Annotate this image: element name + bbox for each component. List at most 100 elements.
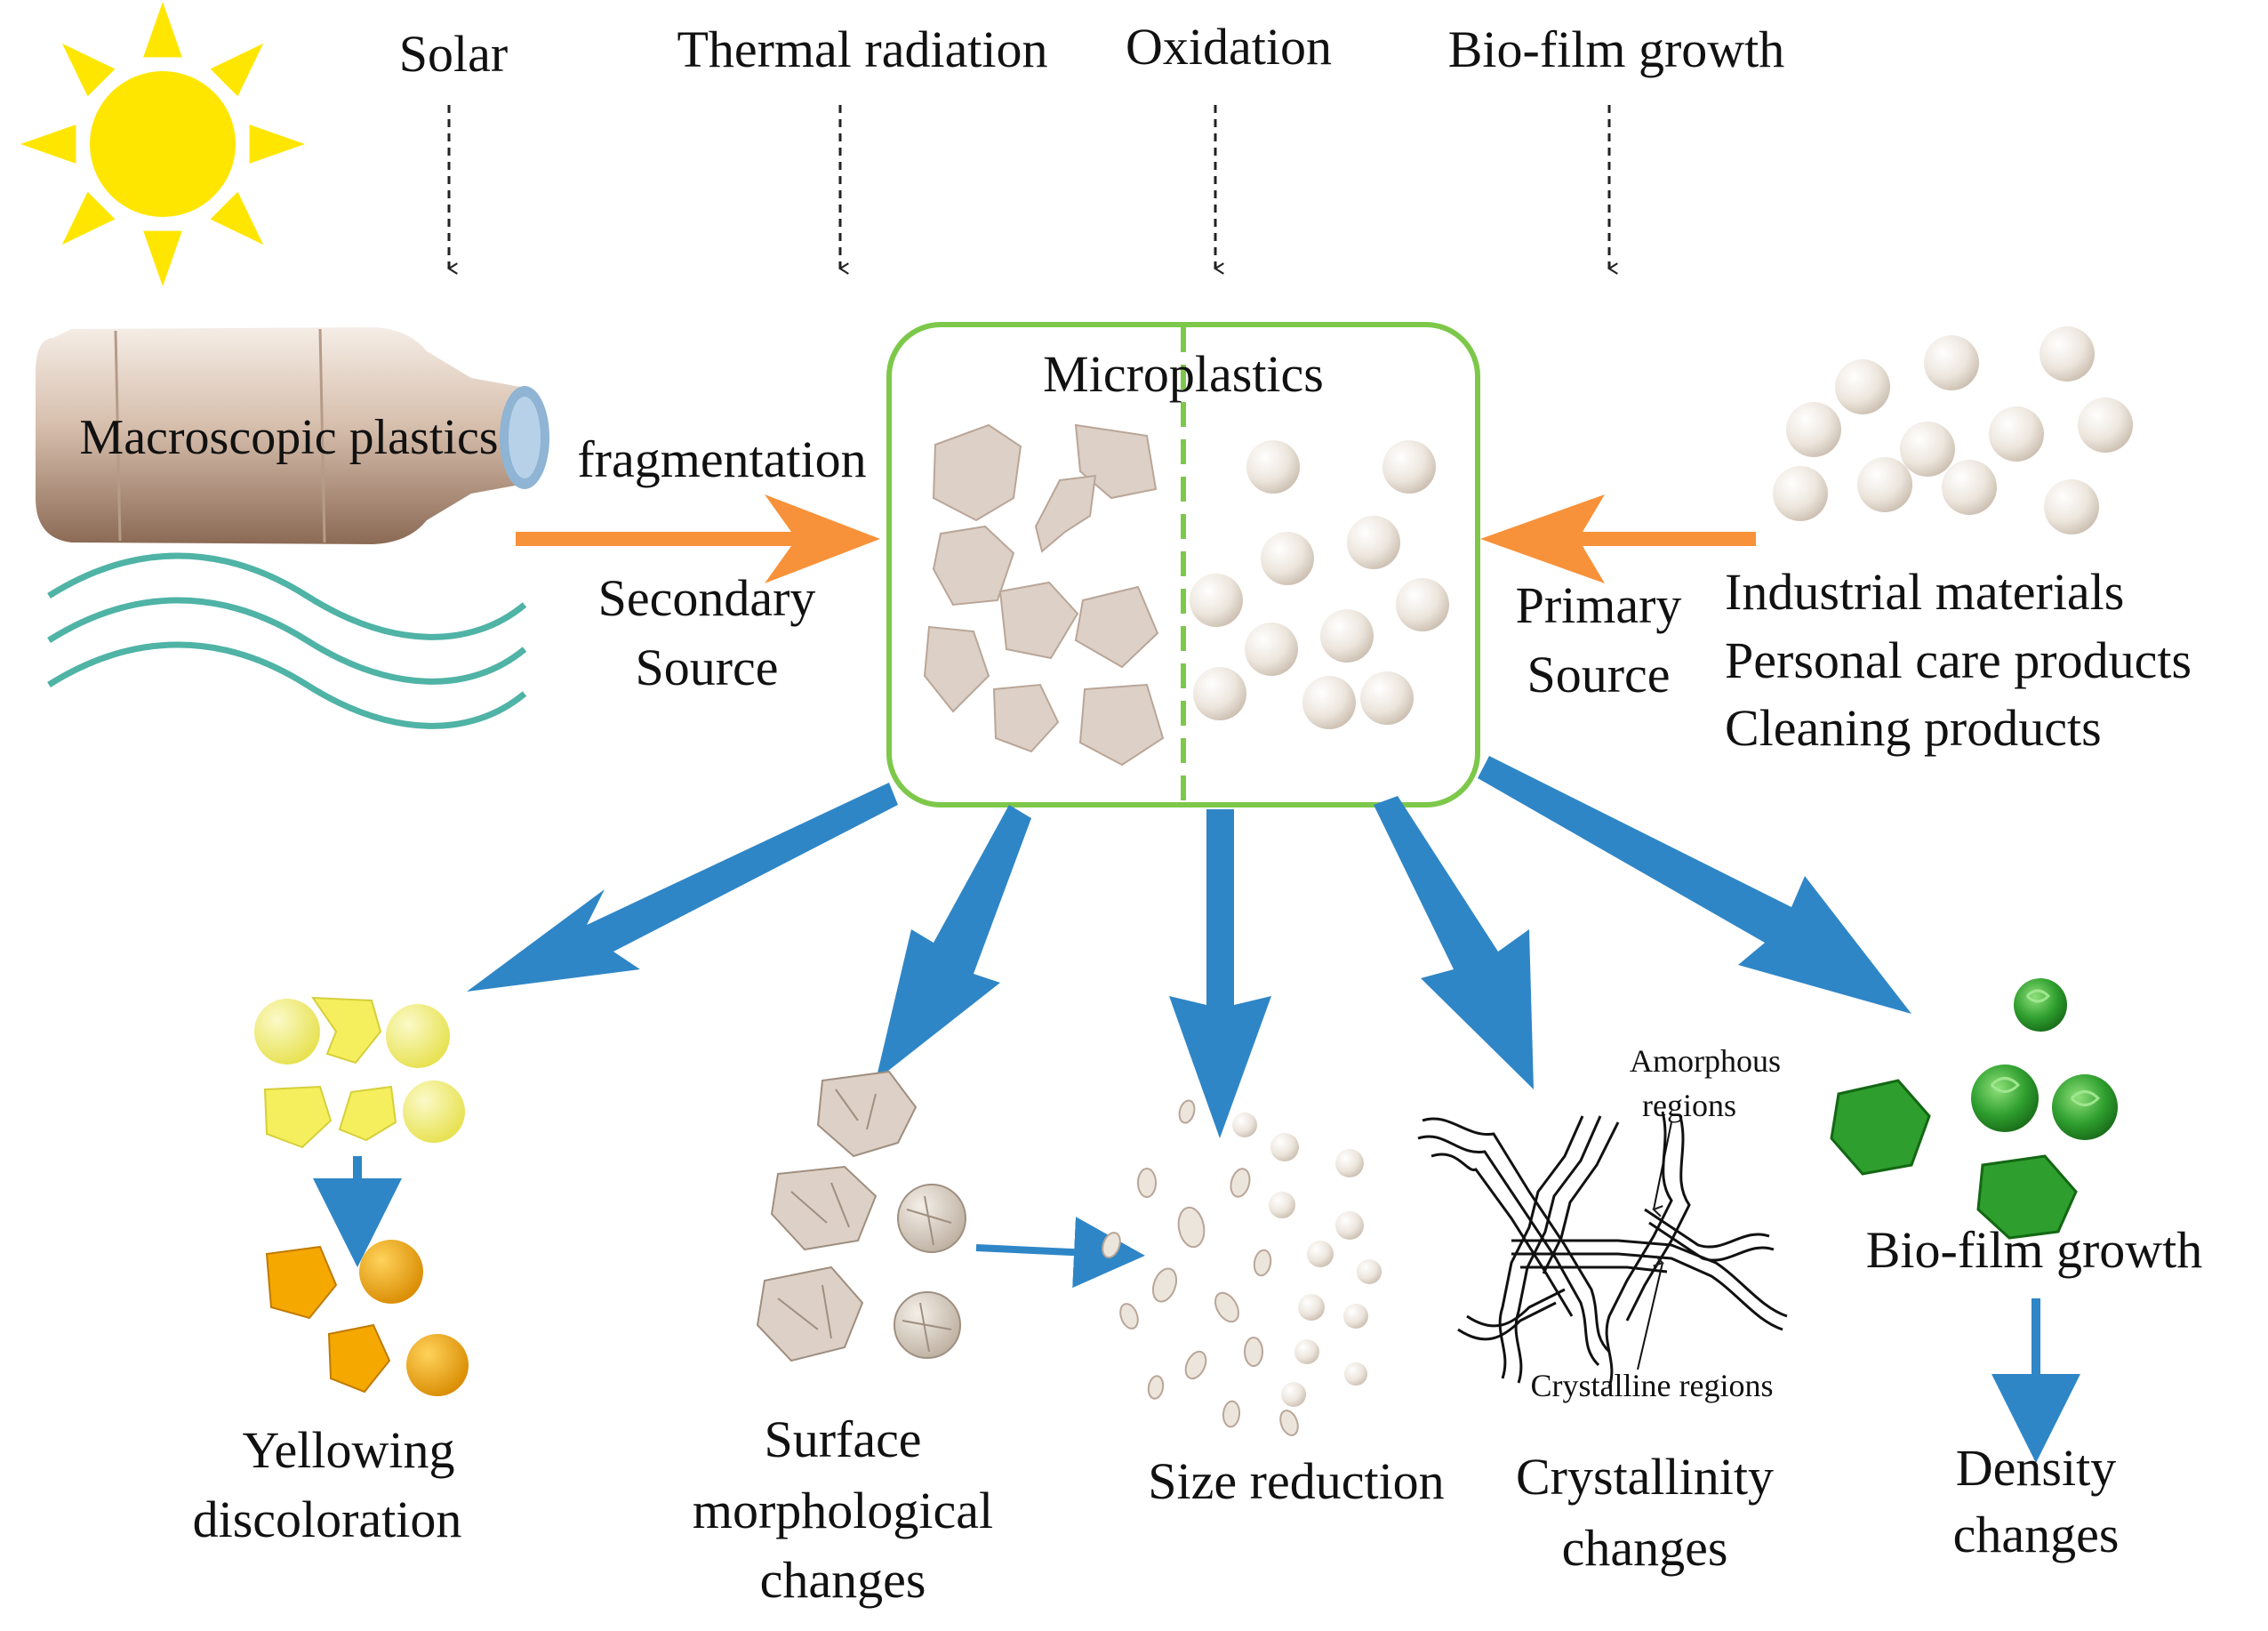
blue-arrow-size — [1169, 809, 1271, 1138]
bead-small — [1270, 1133, 1299, 1161]
factor-thermal-label: Thermal radiation — [677, 20, 1047, 78]
bead-small — [1343, 1304, 1368, 1329]
bead-small — [1269, 1192, 1295, 1218]
surface-label-1: Surface — [764, 1410, 921, 1468]
bead-small — [1232, 1113, 1257, 1137]
blue-arrow-biofilm — [1478, 756, 1911, 1014]
blue-effect-arrows — [467, 756, 1911, 1138]
fragment-small — [1177, 1206, 1206, 1249]
fragment-small — [1137, 1168, 1157, 1198]
water-waves-icon — [47, 552, 527, 729]
bead — [1347, 516, 1400, 569]
primary-item-personal-care: Personal care products — [1725, 631, 2192, 689]
primary-bead — [1900, 422, 1955, 477]
fragmentation-label: fragmentation — [577, 430, 866, 488]
amorphous-pointer — [1652, 1121, 1672, 1217]
sun-ray-icon — [61, 43, 116, 97]
primary-source-label-2: Source — [1527, 646, 1670, 703]
blue-arrow-yellowing — [467, 783, 898, 992]
surface-label-3: changes — [760, 1551, 926, 1609]
bead-small — [1357, 1259, 1382, 1284]
primary-item-cleaning: Cleaning products — [1725, 699, 2102, 757]
bead-small — [1307, 1241, 1334, 1267]
yellowing-label-2: discoloration — [193, 1490, 462, 1548]
secondary-source-label-1: Secondary — [598, 569, 816, 627]
primary-bead — [2040, 326, 2095, 382]
bead — [1193, 667, 1246, 720]
primary-beads — [1773, 326, 2133, 534]
primary-bead — [1924, 335, 1979, 390]
biofilm-particles — [1830, 978, 2118, 1240]
bead — [1302, 676, 1356, 729]
fragment-small — [1230, 1168, 1251, 1198]
yellow-particles — [254, 996, 465, 1149]
bead-small — [1335, 1149, 1364, 1177]
bead — [1190, 574, 1243, 627]
orange-particles — [265, 1240, 469, 1396]
sun-icon — [20, 2, 305, 286]
primary-bead — [2078, 398, 2133, 453]
fragment-small — [1147, 1375, 1165, 1400]
bead-small — [1298, 1294, 1325, 1321]
microplastics-box — [886, 322, 1480, 807]
secondary-source-label-2: Source — [635, 639, 778, 696]
sun-ray-icon — [210, 191, 264, 245]
primary-bead — [1773, 466, 1828, 521]
primary-bead — [1942, 460, 1997, 515]
microplastic-beads — [1190, 440, 1449, 729]
cracked-particles — [756, 1070, 966, 1362]
density-label-2: changes — [1953, 1506, 2120, 1563]
factor-oxidation-label: Oxidation — [1126, 18, 1332, 76]
primary-bead — [1835, 359, 1890, 414]
microplastic-fragments — [923, 423, 1165, 767]
fragment-small — [1279, 1410, 1299, 1436]
factor-biofilm-label: Bio-film growth — [1448, 20, 1785, 78]
fragment-small — [1119, 1303, 1139, 1330]
bottle-icon — [36, 327, 549, 544]
primary-bead — [1786, 402, 1841, 457]
sun-ray-icon — [249, 125, 305, 164]
bead — [1360, 671, 1414, 725]
amorphous-label-1: Amorphous — [1630, 1043, 1781, 1079]
sun-ray-icon — [61, 191, 116, 245]
sun-ray-icon — [143, 2, 182, 58]
fragment-small — [1178, 1099, 1196, 1124]
bead — [1246, 440, 1300, 494]
blue-arrow-surface — [876, 805, 1031, 1081]
bead — [1245, 623, 1298, 676]
sun-ray-icon — [210, 43, 264, 97]
orange-arrow-secondary — [516, 494, 880, 583]
fragment-small — [1184, 1350, 1207, 1380]
bead — [1382, 440, 1436, 494]
microplastics-title: Microplastics — [1043, 345, 1324, 403]
fragment-small — [1244, 1337, 1263, 1367]
fragment-small — [1253, 1249, 1272, 1277]
bead-small — [1281, 1382, 1306, 1407]
blue-arrow-crystallinity — [1374, 796, 1534, 1089]
primary-bead — [2044, 479, 2099, 534]
polymer-chains-icon — [1417, 1111, 1788, 1388]
biofilm-effect-label: Bio-film growth — [1866, 1221, 2203, 1279]
bead — [1320, 609, 1374, 663]
primary-bead — [1857, 457, 1912, 512]
crystalline-label: Crystalline regions — [1531, 1368, 1774, 1403]
sun-ray-icon — [143, 230, 182, 286]
fragment-small — [1222, 1400, 1241, 1428]
small-particles — [1102, 1099, 1382, 1436]
orange-arrow-primary — [1480, 494, 1756, 583]
bead — [1396, 578, 1449, 631]
crystallinity-label-1: Crystallinity — [1516, 1448, 1774, 1506]
fragment-small — [1102, 1232, 1121, 1258]
yellowing-label-1: Yellowing — [242, 1421, 454, 1479]
primary-bead — [1989, 406, 2044, 462]
bead-small — [1344, 1362, 1367, 1386]
sun-ray-icon — [20, 125, 76, 164]
bead-small — [1294, 1339, 1319, 1364]
arrow-surface-to-size — [975, 1217, 1145, 1289]
primary-source-label-1: Primary — [1516, 576, 1682, 634]
crystalline-pointer — [1637, 1255, 1664, 1370]
fragment-small — [1151, 1267, 1178, 1303]
size-reduction-label: Size reduction — [1148, 1452, 1444, 1510]
fragment-small — [1214, 1291, 1239, 1323]
